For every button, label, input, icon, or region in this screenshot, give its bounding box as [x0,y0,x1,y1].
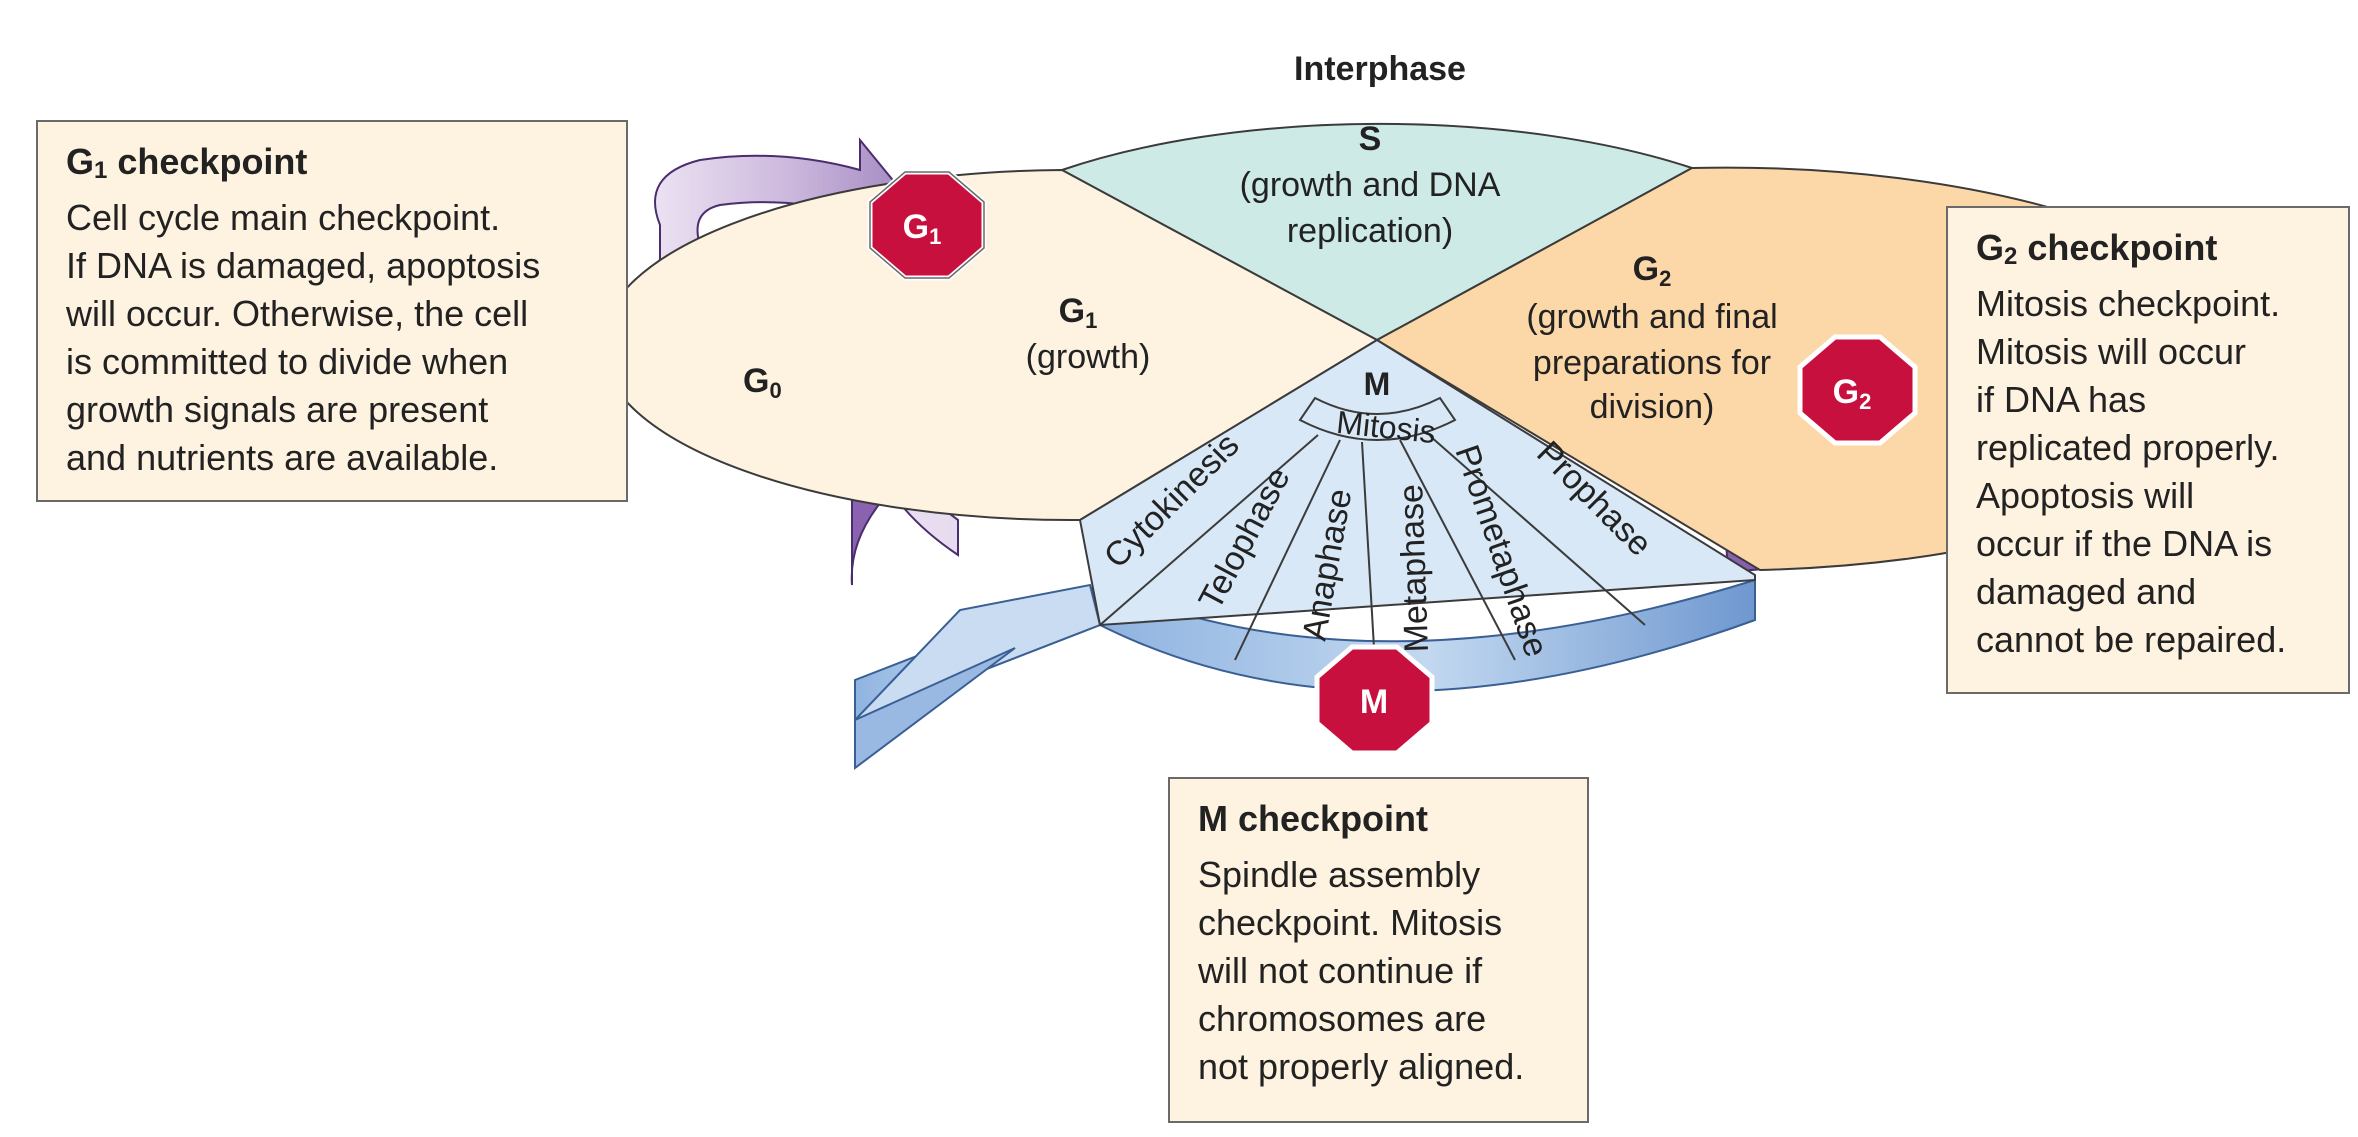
phase-dividers [1099,434,1646,666]
m-sector [1078,338,1756,627]
g1-checkpoint-line: and nutrients are available. [66,436,499,478]
g1-checkpoint-line: growth signals are present [66,388,489,430]
g2-checkpoint-line: Apoptosis will [1976,474,2195,516]
m-arrow-head [854,583,1102,721]
m-checkpoint-box: M checkpoint Spindle assembly checkpoint… [1168,777,1589,1123]
m-checkpoint-title: M checkpoint [1198,798,1429,839]
s-title: S [1359,120,1382,158]
svg-text:M: M [1360,683,1388,721]
m-checkpoint-line: chromosomes are [1198,997,1487,1039]
s-line-2: replication) [1287,212,1453,250]
g1-stop-sign-icon: G1 [867,169,987,281]
g2-sector-line-3: division) [1590,388,1715,426]
g2-checkpoint-line: if DNA has [1976,378,2147,420]
g2-checkpoint-line: Mitosis checkpoint. [1976,282,2281,324]
g2-sector-line-2: preparations for [1533,344,1771,382]
g1-checkpoint-box: G1 checkpoint Cell cycle main checkpoint… [36,120,628,502]
phase-metaphase: Metaphase [1392,484,1436,653]
g1-checkpoint-line: Cell cycle main checkpoint. [66,196,501,238]
g2-checkpoint-line: occur if the DNA is [1976,522,2273,564]
g2-checkpoint-line: cannot be repaired. [1976,618,2287,660]
g1-checkpoint-title: G1 checkpoint [66,141,308,184]
g1-checkpoint-line: is committed to divide when [66,340,509,382]
g2-stop-sign-icon: G2 [1797,334,1918,446]
m-sector-title: M [1364,366,1391,402]
svg-text:G2: G2 [1833,373,1872,414]
svg-text:G1: G1 [903,208,942,249]
s-line-1: (growth and DNA [1240,166,1501,204]
interphase-label: Interphase [1294,50,1466,88]
m-checkpoint-line: Spindle assembly [1198,853,1481,895]
s-sector [1059,122,1695,342]
g1-checkpoint-line: will occur. Otherwise, the cell [66,292,529,334]
m-checkpoint-line: will not continue if [1198,949,1483,991]
g2-checkpoint-title: G2 checkpoint [1976,227,2218,270]
g2-checkpoint-box: G2 checkpoint Mitosis checkpoint. Mitosi… [1946,206,2350,694]
m-stop-sign-icon: M [1314,644,1435,756]
g2-sector-title: G2 [1633,250,1672,291]
m-checkpoint-line: checkpoint. Mitosis [1198,901,1503,943]
g1-checkpoint-line: If DNA is damaged, apoptosis [66,244,541,286]
mitosis-band [1298,396,1457,441]
m-checkpoint-line: not properly aligned. [1198,1045,1525,1087]
g2-checkpoint-line: replicated properly. [1976,426,2280,468]
g2-checkpoint-line: damaged and [1976,570,2197,612]
g2-sector-line-1: (growth and final [1526,298,1777,336]
g1-sector-title: G1 [1059,292,1098,333]
g2-checkpoint-line: Mitosis will occur [1976,330,2247,372]
g1-sector-line-1: (growth) [1026,338,1151,376]
g0-label: G0 [743,362,782,403]
